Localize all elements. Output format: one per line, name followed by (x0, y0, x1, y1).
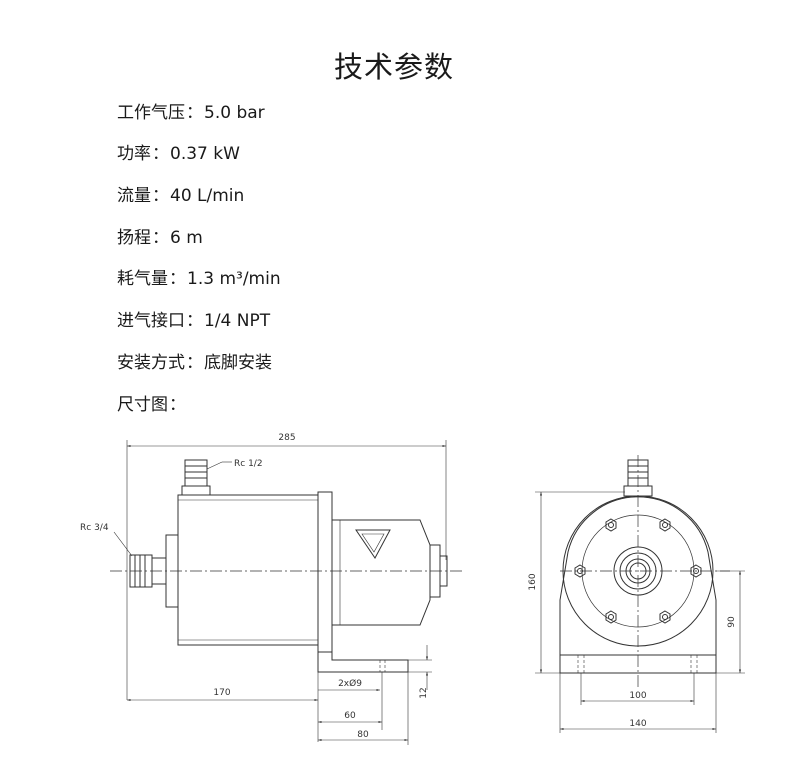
dim-overall-length: 285 (278, 433, 295, 443)
spec-separator: ： (186, 353, 203, 373)
dim-foot-height: 12 (419, 687, 429, 698)
side-view (110, 440, 465, 745)
spec-label: 进气接口 (117, 311, 185, 331)
spec-label: 耗气量 (117, 269, 168, 289)
spec-value: 1.3 m³/min (187, 269, 281, 289)
spec-label: 尺寸图 (117, 395, 168, 415)
spec-label: 安装方式 (117, 353, 185, 373)
spec-value: 6 m (170, 228, 203, 248)
label-top-port: Rc 1/2 (234, 459, 263, 469)
dim-height: 160 (528, 573, 538, 590)
spec-head: 扬程：6 m (117, 223, 203, 248)
spec-mounting: 安装方式：底脚安装 (117, 348, 272, 373)
dim-base-width: 140 (629, 719, 646, 729)
spec-value: 40 L/min (170, 186, 245, 206)
spec-label: 扬程 (117, 228, 151, 248)
spec-value: 5.0 bar (204, 103, 265, 123)
spec-value: 底脚安装 (204, 353, 272, 373)
front-view (535, 455, 745, 733)
dim-mounting-holes: 2xØ9 (338, 678, 362, 689)
dim-body-length: 170 (213, 688, 230, 698)
dim-hole-spacing: 60 (344, 711, 356, 721)
spec-flow: 流量：40 L/min (117, 181, 244, 206)
spec-label: 功率 (117, 144, 151, 164)
spec-label: 流量 (117, 186, 151, 206)
page-title: 技术参数 (333, 50, 454, 84)
spec-separator: ： (152, 186, 169, 206)
spec-value: 0.37 kW (170, 144, 240, 164)
spec-air-inlet: 进气接口：1/4 NPT (117, 306, 270, 331)
spec-separator: ： (186, 311, 203, 331)
spec-air-consumption: 耗气量：1.3 m³/min (117, 264, 281, 289)
dim-base-hole-spacing: 100 (629, 691, 646, 701)
label-side-port: Rc 3/4 (80, 523, 109, 533)
spec-separator: ： (169, 269, 186, 289)
spec-working-pressure: 工作气压：5.0 bar (117, 98, 265, 123)
spec-separator: ： (169, 395, 186, 415)
dim-center-height: 90 (727, 616, 737, 628)
dim-foot-length: 80 (357, 730, 369, 740)
spec-label: 工作气压 (117, 103, 185, 123)
spec-power: 功率：0.37 kW (117, 139, 240, 164)
spec-separator: ： (186, 103, 203, 123)
spec-value: 1/4 NPT (204, 311, 271, 331)
spec-dimension-drawing: 尺寸图： (117, 390, 187, 415)
spec-separator: ： (152, 144, 169, 164)
spec-separator: ： (152, 228, 169, 248)
